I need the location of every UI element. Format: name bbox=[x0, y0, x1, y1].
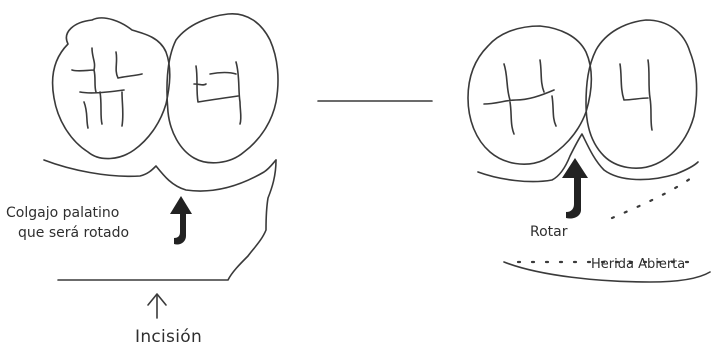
flap-rotation-arrow-left bbox=[170, 196, 192, 245]
right-molar-1-fissure bbox=[484, 60, 556, 134]
rotate-arrow-right bbox=[562, 158, 588, 219]
incision-label: Incisión bbox=[135, 329, 202, 346]
right-gingiva-margin bbox=[478, 134, 698, 182]
left-molar-2-fissure bbox=[194, 62, 241, 124]
right-molar-1 bbox=[468, 26, 591, 164]
open-wound-label: Herida Abierta bbox=[591, 258, 685, 271]
left-molar-1 bbox=[53, 18, 170, 159]
left-gingiva-margin bbox=[44, 160, 276, 191]
left-molar-1-fissure bbox=[72, 48, 142, 128]
rotate-label: Rotar bbox=[530, 225, 568, 239]
open-wound-dotted-outline bbox=[518, 176, 700, 262]
right-molar-2-fissure bbox=[620, 60, 652, 130]
left-molar-2 bbox=[167, 14, 278, 163]
flap-label-line-2: que será rotado bbox=[18, 226, 129, 240]
flap-label-line-1: Colgajo palatino bbox=[6, 206, 119, 220]
right-molar-2 bbox=[586, 20, 697, 168]
